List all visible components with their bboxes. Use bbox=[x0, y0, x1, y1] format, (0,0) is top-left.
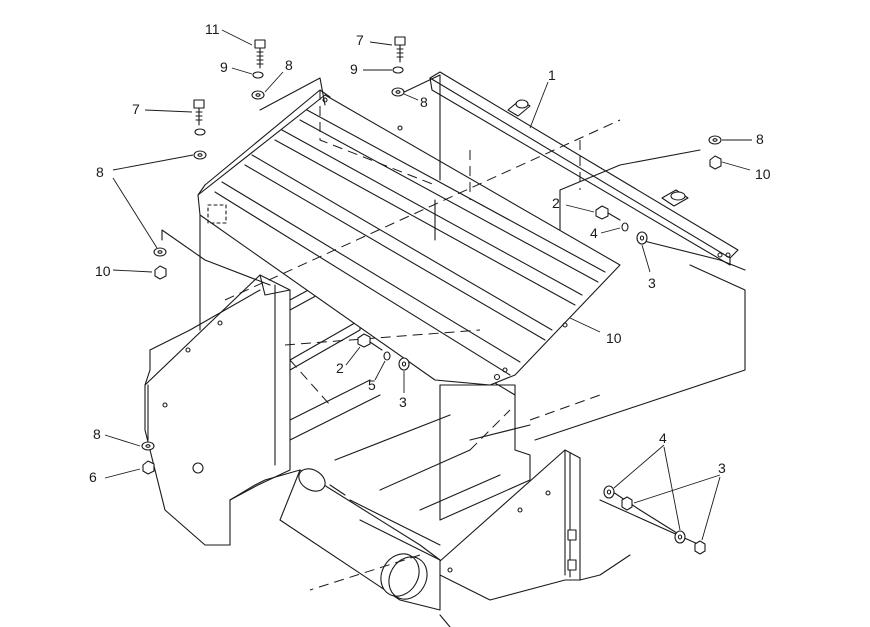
lock-washer-9a-icon bbox=[252, 71, 264, 79]
bolt-2b-icon bbox=[357, 333, 383, 351]
callout-6: 10 bbox=[606, 330, 622, 346]
callout-3a: 3 bbox=[648, 275, 656, 291]
bolt-7a-icon bbox=[394, 36, 406, 63]
washer-3b-icon bbox=[398, 357, 410, 371]
washer-3c-icon bbox=[603, 485, 615, 499]
callout-3c: 4 bbox=[659, 430, 667, 446]
callout-labels: 11 9 8 7 9 8 1 7 8 10 8 10 2 4 3 10 2 5 … bbox=[89, 21, 771, 485]
callout-9b: 9 bbox=[350, 61, 358, 77]
nut-5a-icon bbox=[621, 496, 633, 511]
callout-8b: 8 bbox=[420, 94, 428, 110]
dashed-assembly-lines bbox=[224, 90, 621, 591]
callout-11: 11 bbox=[205, 21, 220, 37]
bolt-7b-icon bbox=[193, 99, 205, 126]
lower-frame bbox=[144, 264, 746, 627]
callout-10b: 10 bbox=[755, 166, 771, 182]
callout-7a: 7 bbox=[356, 32, 364, 48]
hinge-bar bbox=[429, 71, 739, 266]
callout-8c: 8 bbox=[96, 164, 104, 180]
assembly-leader-lines bbox=[147, 74, 746, 536]
washer-8c-icon bbox=[193, 150, 207, 160]
callout-3b: 3 bbox=[399, 394, 407, 410]
lock-washer-4b-icon bbox=[383, 351, 391, 361]
callout-4a: 4 bbox=[590, 225, 598, 241]
nut-10c-icon bbox=[709, 155, 722, 170]
callout-8a: 8 bbox=[285, 57, 293, 73]
washer-8d-icon bbox=[153, 247, 167, 257]
callout-8d: 8 bbox=[756, 131, 764, 147]
hardware bbox=[141, 36, 722, 555]
nut-10a-icon bbox=[154, 265, 167, 280]
nut-10b-icon bbox=[142, 460, 155, 475]
washer-8e-icon bbox=[141, 441, 155, 451]
nut-5b-icon bbox=[694, 540, 706, 555]
callout-7b: 7 bbox=[132, 101, 140, 117]
callout-2a: 2 bbox=[552, 195, 560, 211]
callout-2b: 2 bbox=[336, 360, 344, 376]
washer-3a-icon bbox=[636, 231, 648, 245]
callout-leaders bbox=[104, 29, 752, 541]
callout-9a: 9 bbox=[220, 59, 228, 75]
washer-8f-icon bbox=[708, 135, 722, 145]
callout-8e: 8 bbox=[93, 426, 101, 442]
callout-10a: 10 bbox=[95, 263, 111, 279]
callout-10c: 6 bbox=[89, 469, 97, 485]
bolt-11-icon bbox=[254, 39, 266, 69]
lock-washer-9c-icon bbox=[194, 128, 206, 136]
lock-washer-9b-icon bbox=[392, 66, 404, 74]
callout-1: 1 bbox=[548, 67, 556, 83]
callout-5: 3 bbox=[718, 460, 726, 476]
top-cover-panel bbox=[197, 89, 621, 386]
callout-4b: 5 bbox=[368, 377, 376, 393]
washer-8b-icon bbox=[391, 87, 405, 97]
washer-3d-icon bbox=[674, 530, 686, 544]
washer-8a-icon bbox=[251, 90, 265, 100]
bolt-2a-icon bbox=[595, 205, 621, 221]
lock-washer-4a-icon bbox=[621, 222, 629, 232]
